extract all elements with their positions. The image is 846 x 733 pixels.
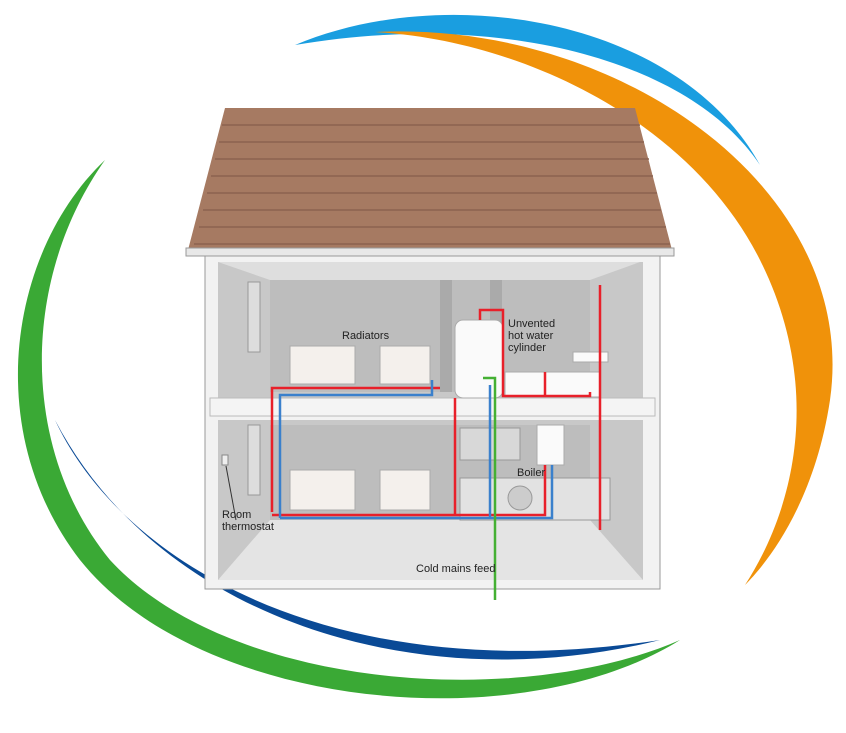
- thermostat-label-line2: thermostat: [222, 521, 274, 533]
- radiators: [289, 345, 431, 511]
- thermostat-label-line1: Room: [222, 509, 252, 521]
- orange-arc: [375, 31, 833, 585]
- cold-mains-label: Cold mains feed: [416, 563, 496, 575]
- cylinder-label-line3: cylinder: [508, 342, 546, 354]
- boiler-label: Boiler: [517, 467, 546, 479]
- hot-flow-pipe: [270, 285, 602, 530]
- cylinder-label-line2: hot water: [508, 330, 554, 342]
- blue-arc: [295, 14, 760, 166]
- cold-return-pipe: [278, 380, 554, 520]
- radiators-label: Radiators: [342, 330, 390, 342]
- boiler: [536, 424, 565, 466]
- roof: [188, 108, 672, 250]
- cold-mains-pipe: [483, 376, 497, 600]
- cylinder-label-line1: Unvented: [508, 318, 556, 330]
